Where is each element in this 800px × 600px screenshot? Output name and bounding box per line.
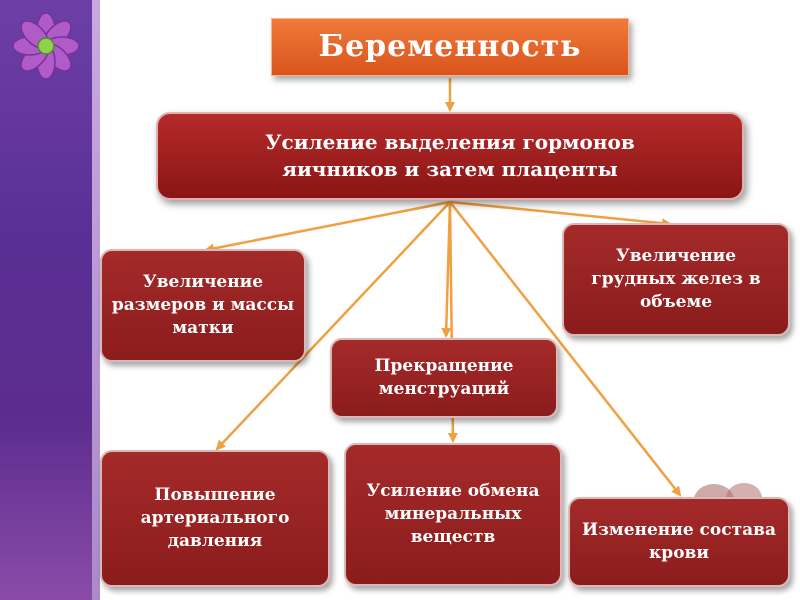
effect-uterus-text: Увеличение размеров и массы матки bbox=[111, 272, 295, 338]
effect-mineral-text: Усиление обмена минеральных веществ bbox=[366, 481, 540, 547]
main-node: Усиление выделения гормонов яичников и з… bbox=[156, 112, 744, 200]
main-node-line1: Усиление выделения гормонов bbox=[265, 130, 635, 154]
title-text: Беременность bbox=[318, 28, 582, 64]
main-node-text: Усиление выделения гормонов яичников и з… bbox=[265, 129, 634, 183]
effect-pressure-text: Повышение артериального давления bbox=[140, 485, 290, 551]
effect-menses: Прекращение менструаций bbox=[330, 338, 558, 418]
effect-menses-text: Прекращение менструаций bbox=[374, 356, 514, 399]
effect-pressure: Повышение артериального давления bbox=[100, 450, 330, 587]
effect-mineral: Усиление обмена минеральных веществ bbox=[344, 443, 562, 586]
decorative-sidebar bbox=[0, 0, 92, 600]
effect-breast: Увеличение грудных желез в объеме bbox=[562, 223, 790, 336]
effect-uterus: Увеличение размеров и массы матки bbox=[100, 249, 306, 362]
arrow-to-pressure bbox=[215, 201, 451, 451]
main-node-line2: яичников и затем плаценты bbox=[282, 157, 618, 181]
sidebar-stripe bbox=[92, 0, 100, 600]
effect-blood-text: Изменение состава крови bbox=[582, 520, 776, 563]
arrow-to-blood bbox=[449, 201, 682, 497]
arrow-to-uterus bbox=[204, 200, 451, 254]
title-box: Беременность bbox=[271, 18, 629, 76]
effect-breast-text: Увеличение грудных желез в объеме bbox=[591, 246, 761, 312]
flower-icon bbox=[12, 12, 80, 80]
effect-blood: Изменение состава крови bbox=[568, 497, 790, 587]
arrow-to-breast bbox=[449, 200, 672, 229]
